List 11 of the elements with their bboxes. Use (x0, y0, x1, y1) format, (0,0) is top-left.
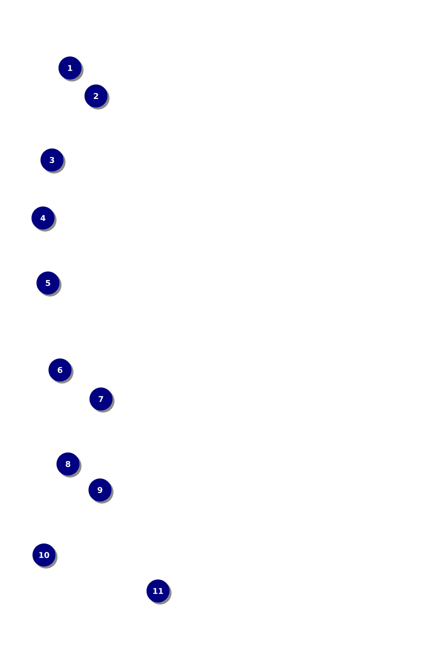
callout-number: 1 (58, 56, 84, 82)
callout-number: 9 (88, 478, 114, 504)
callout-number: 11 (146, 580, 172, 604)
callout-number: 10 (32, 544, 58, 568)
callout-number: 2 (84, 84, 110, 110)
callout-number: 7 (90, 388, 114, 412)
callout-number: 4 (32, 206, 56, 232)
callout-number: 3 (40, 148, 66, 174)
callout-number: 6 (48, 358, 74, 384)
callout-number: 8 (56, 452, 82, 478)
callout-number: 5 (36, 272, 62, 296)
